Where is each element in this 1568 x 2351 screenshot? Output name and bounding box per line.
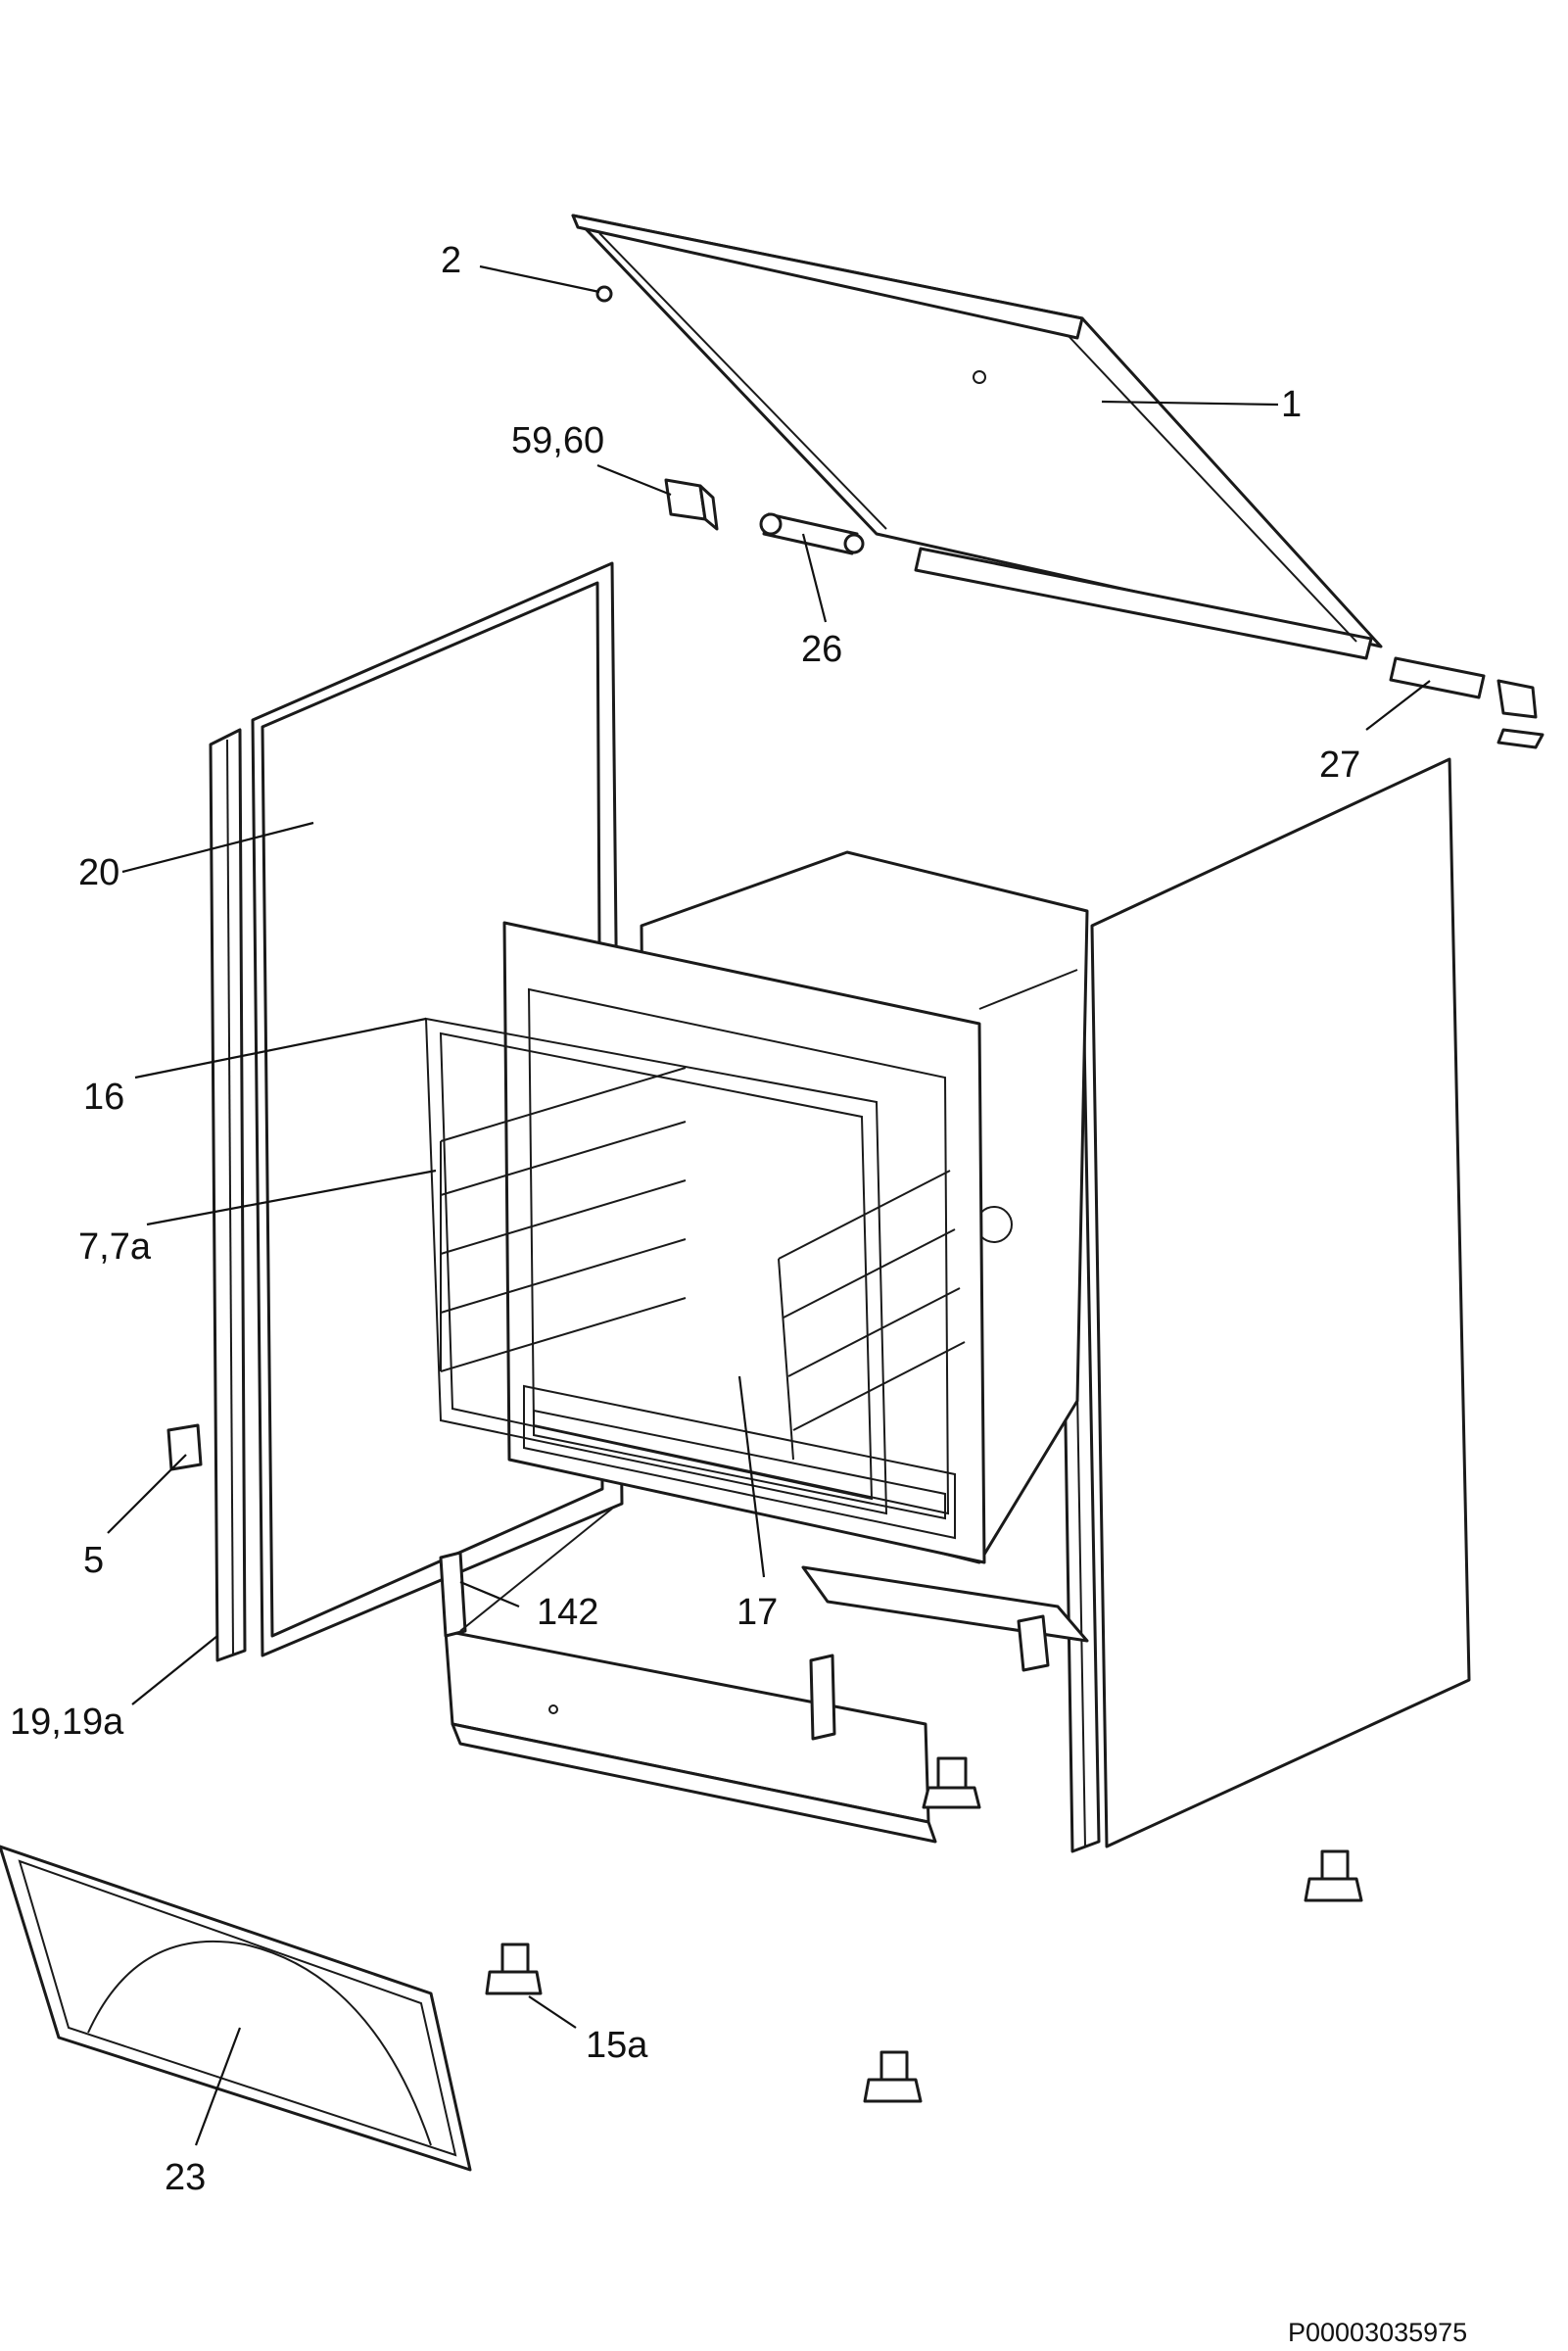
oven-seal-part bbox=[424, 1017, 888, 1515]
leader-line-16 bbox=[134, 1017, 427, 1080]
hinge-left-part bbox=[759, 512, 865, 555]
callout-1: 1 bbox=[1281, 384, 1302, 425]
leader-line-23 bbox=[194, 2027, 242, 2146]
leader-line-142 bbox=[459, 1580, 520, 1608]
callout-23: 23 bbox=[165, 2157, 206, 2198]
leader-line-2 bbox=[479, 264, 600, 294]
callout-7-7a: 7,7a bbox=[78, 1226, 152, 1268]
leader-line-59-60 bbox=[596, 463, 672, 497]
callout-142: 142 bbox=[537, 1592, 598, 1633]
callout-59-60: 59,60 bbox=[511, 420, 604, 461]
leader-line-15a bbox=[528, 1995, 577, 2029]
foot-front-center-part bbox=[863, 2050, 923, 2103]
leader-line-26 bbox=[801, 533, 828, 623]
callout-20: 20 bbox=[78, 852, 119, 893]
leader-line-7-7a bbox=[146, 1169, 437, 1226]
left-shelf-rails-part bbox=[440, 1067, 687, 1372]
leader-line-20 bbox=[121, 821, 314, 874]
leader-line-17 bbox=[737, 1375, 766, 1578]
leader-line-27 bbox=[1365, 680, 1431, 731]
hinge-bracket-part bbox=[166, 1423, 203, 1471]
callout-17: 17 bbox=[736, 1592, 778, 1633]
foot-rear-right-part bbox=[1304, 1849, 1363, 1902]
callout-19-19a: 19,19a bbox=[10, 1702, 124, 1743]
screw-part bbox=[595, 285, 613, 303]
bracket-part bbox=[664, 478, 719, 531]
document-id: P00003035975 bbox=[1288, 2318, 1467, 2347]
callout-26: 26 bbox=[801, 629, 842, 670]
callout-15a: 15a bbox=[586, 2025, 648, 2066]
base-panel-part bbox=[439, 1508, 937, 1844]
leader-line-1 bbox=[1101, 400, 1279, 407]
callout-16: 16 bbox=[83, 1077, 124, 1118]
callout-2: 2 bbox=[441, 240, 461, 281]
oven-cavity-part bbox=[502, 850, 1089, 1564]
foot-front-left-part bbox=[485, 1943, 543, 1995]
callout-5: 5 bbox=[83, 1540, 104, 1581]
right-side-panel-part bbox=[1056, 757, 1471, 1853]
leader-line-19-19a bbox=[131, 1635, 218, 1705]
hinge-right-part bbox=[1389, 656, 1544, 749]
top-cover-part bbox=[571, 214, 1383, 660]
callout-27: 27 bbox=[1319, 744, 1360, 786]
adjustable-foot-part bbox=[922, 1756, 981, 1809]
front-plinth-part bbox=[0, 1845, 472, 2172]
right-shelf-rails-part bbox=[778, 1170, 966, 1461]
bottom-tray-part bbox=[801, 1565, 1089, 1672]
leader-line-5 bbox=[107, 1454, 187, 1534]
